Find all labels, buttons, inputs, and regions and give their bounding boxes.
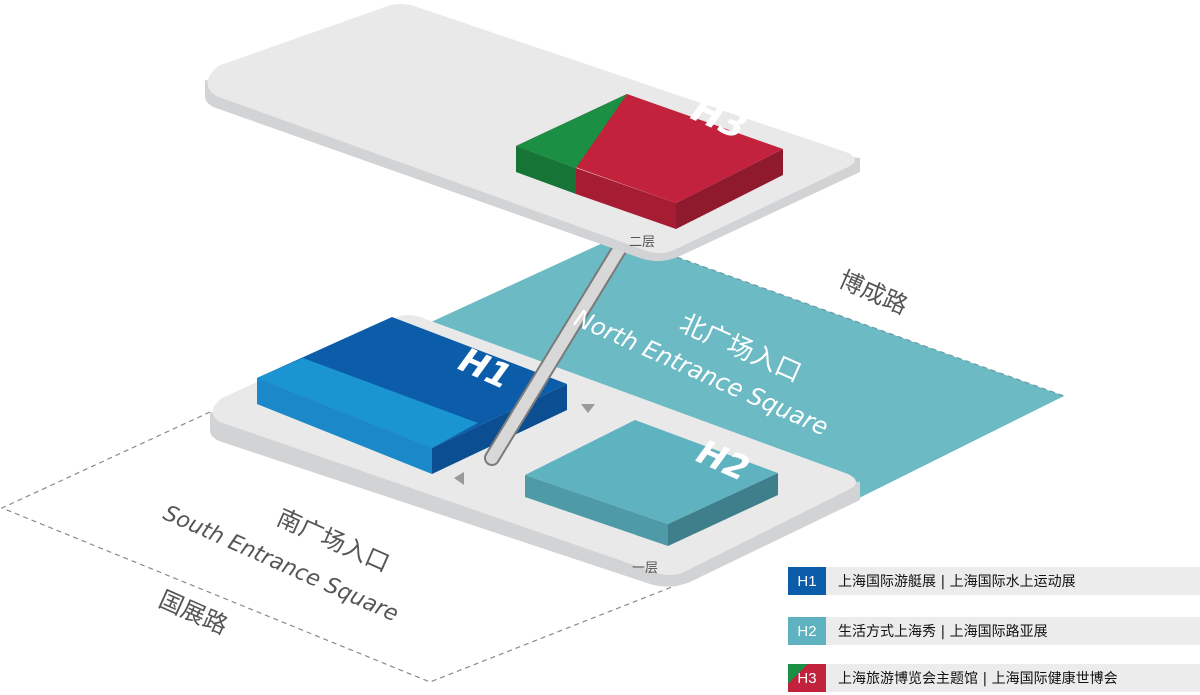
legend-label-h2: 生活方式上海秀 | 上海国际路亚展: [838, 624, 1048, 640]
h2-side-right: [668, 473, 778, 546]
arrow-marker-icon: [581, 404, 595, 413]
arrow-marker-icon: [454, 472, 464, 485]
legend-badge-h1: H1: [788, 567, 826, 595]
h2-top: [525, 420, 778, 524]
h3-side-right: [676, 149, 783, 229]
floor-label-lower: 一层: [632, 561, 658, 576]
floor-label-upper: 二层: [629, 235, 655, 250]
h1-side-left: [257, 378, 432, 474]
h3-side-left-green: [516, 146, 576, 194]
h3-top-green: [516, 94, 627, 168]
legend-badge-h3: H3: [788, 664, 826, 692]
legend-badge-h2: H2: [788, 617, 826, 645]
road-label-bocheng: 博成路: [835, 265, 912, 320]
legend-label-h1: 上海国际游艇展 | 上海国际水上运动展: [838, 574, 1076, 590]
legend-item-h2: H2 生活方式上海秀 | 上海国际路亚展: [788, 617, 1200, 645]
h3-side-left-red: [576, 168, 676, 229]
h1-top: [257, 317, 567, 448]
south-square-outline: [0, 411, 683, 683]
road-label-guozhan: 国展路: [155, 585, 232, 640]
h2-side-left: [525, 475, 668, 546]
legend-item-h3: H3 上海旅游博览会主题馆 | 上海国际健康世博会: [788, 664, 1200, 692]
legend-item-h1: H1 上海国际游艇展 | 上海国际水上运动展: [788, 567, 1200, 595]
h1-side-right: [432, 384, 567, 474]
h1-top-light: [257, 358, 478, 448]
north-square-outline: [617, 235, 1065, 397]
bridge: [486, 242, 626, 464]
legend-label-h3: 上海旅游博览会主题馆 | 上海国际健康世博会: [838, 671, 1118, 687]
